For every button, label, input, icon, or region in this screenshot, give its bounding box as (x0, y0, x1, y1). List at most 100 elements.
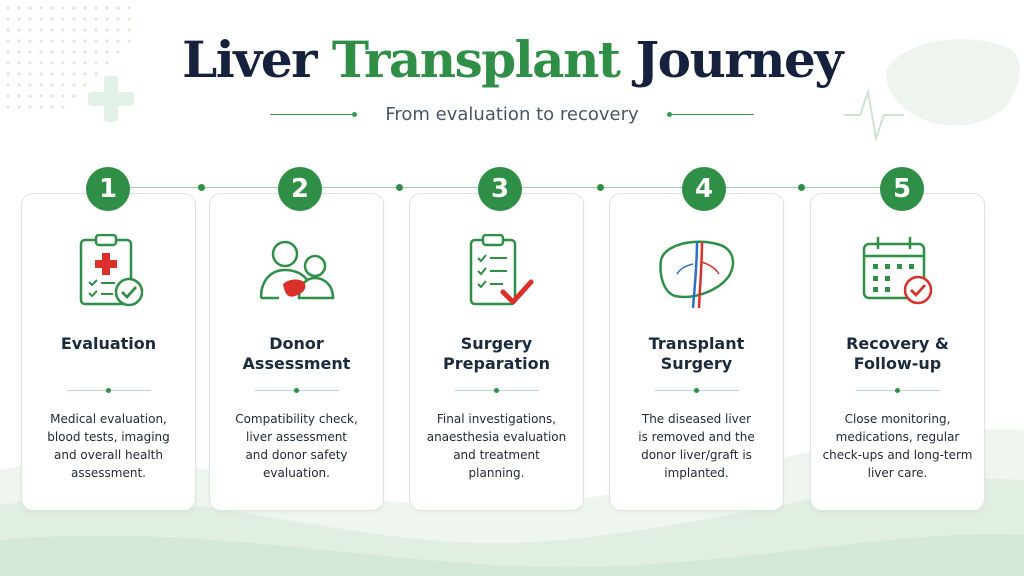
decor-dot (39, 17, 43, 21)
step-title-line: Follow-up (853, 354, 942, 373)
decor-dot (39, 6, 43, 10)
description-line: Final investigations, (436, 412, 557, 426)
step-title-line: Recovery & (846, 334, 949, 353)
description-line: liver care. (867, 466, 928, 480)
description-line: Compatibility check, (235, 412, 358, 426)
decor-dot (50, 61, 54, 65)
decor-dot (105, 50, 109, 54)
decor-dot (17, 50, 21, 54)
decor-dot (28, 50, 32, 54)
liver-heartbeat-decoration (844, 39, 1020, 142)
step-badge: 4 (682, 167, 726, 211)
decor-dot (127, 28, 131, 32)
decor-dot (61, 6, 65, 10)
decor-dot (61, 39, 65, 43)
decor-dot (61, 83, 65, 87)
decor-dot (50, 50, 54, 54)
subtitle-line-right (672, 114, 754, 115)
page-subtitle: From evaluation to recovery (385, 104, 639, 125)
decor-dot (28, 17, 32, 21)
decor-dot (6, 17, 10, 21)
decor-dot (50, 72, 54, 76)
decor-dot (116, 6, 120, 10)
decor-dot (17, 17, 21, 21)
decor-dot (105, 39, 109, 43)
decor-dot (28, 72, 32, 76)
description-line: Medical evaluation, (50, 412, 167, 426)
checklist-icon (469, 234, 533, 306)
decor-dot (17, 6, 21, 10)
card-divider-dot (895, 388, 900, 393)
step-description: Final investigations, anaesthesia evalua… (418, 410, 575, 482)
decor-dot (116, 50, 120, 54)
step-title-line: Preparation (443, 354, 550, 373)
decor-dot (94, 6, 98, 10)
decor-dot (6, 28, 10, 32)
decor-dot (39, 94, 43, 98)
decor-dot (28, 28, 32, 32)
step-badge: 1 (86, 167, 130, 211)
decor-dot (83, 61, 87, 65)
calendar-check-icon (862, 236, 932, 305)
subtitle-dot-right (667, 112, 672, 117)
description-line: and treatment (453, 448, 540, 462)
step-card: Evaluation Medical evaluation, blood tes… (21, 193, 196, 511)
description-line: Close monitoring, (844, 412, 951, 426)
decor-dot (28, 61, 32, 65)
decor-dot (50, 105, 54, 109)
decor-dot (105, 17, 109, 21)
decor-dot (17, 28, 21, 32)
decor-dot (17, 105, 21, 109)
description-line: medications, regular (835, 430, 960, 444)
decor-dot (72, 50, 76, 54)
decor-dot (6, 39, 10, 43)
decor-dot (6, 72, 10, 76)
decor-dot (6, 94, 10, 98)
page-title: Liver Transplant Journey (0, 30, 1024, 89)
subtitle-dot-left (352, 112, 357, 117)
description-line: blood tests, imaging (47, 430, 170, 444)
decor-dot (83, 72, 87, 76)
decor-dot (105, 6, 109, 10)
connector-dot (597, 184, 604, 191)
liver-icon (658, 240, 734, 309)
step-title-line: Assessment (242, 354, 351, 373)
step-title-line: Evaluation (60, 334, 157, 353)
description-line: The diseased liver (641, 412, 752, 426)
step-card: Donor Assessment Compatibility check, li… (209, 193, 384, 511)
step-title: Transplant Surgery (610, 334, 783, 374)
decor-dot (116, 28, 120, 32)
decor-dot (94, 39, 98, 43)
decor-dot (72, 83, 76, 87)
description-line: planning. (468, 466, 525, 480)
decor-dot (94, 17, 98, 21)
decor-dot (6, 61, 10, 65)
decor-dot (50, 6, 54, 10)
decor-dot (83, 17, 87, 21)
step-card: Recovery & Follow-up Close monitoring, m… (810, 193, 985, 511)
card-divider-dot (294, 388, 299, 393)
title-word-3: Journey (635, 30, 843, 89)
title-word-1: Liver (182, 30, 317, 89)
decor-dot (61, 28, 65, 32)
decor-dot (61, 17, 65, 21)
decor-dot (17, 83, 21, 87)
decor-dot (72, 94, 76, 98)
card-divider-dot (694, 388, 699, 393)
decor-dot (50, 94, 54, 98)
decor-dot (17, 61, 21, 65)
decor-dot (61, 72, 65, 76)
step-title: Donor Assessment (210, 334, 383, 374)
step-title: Surgery Preparation (410, 334, 583, 374)
decor-dot (94, 28, 98, 32)
decor-dot (28, 83, 32, 87)
clipboard-medical-check-icon (79, 234, 143, 307)
step-title: Evaluation (22, 334, 195, 354)
step-badge: 3 (478, 167, 522, 211)
description-line: and donor safety (245, 448, 348, 462)
decor-dot (61, 50, 65, 54)
decor-dot (50, 17, 54, 21)
decor-dot (28, 39, 32, 43)
decor-dot (28, 105, 32, 109)
step-title-line: Surgery (460, 334, 533, 353)
